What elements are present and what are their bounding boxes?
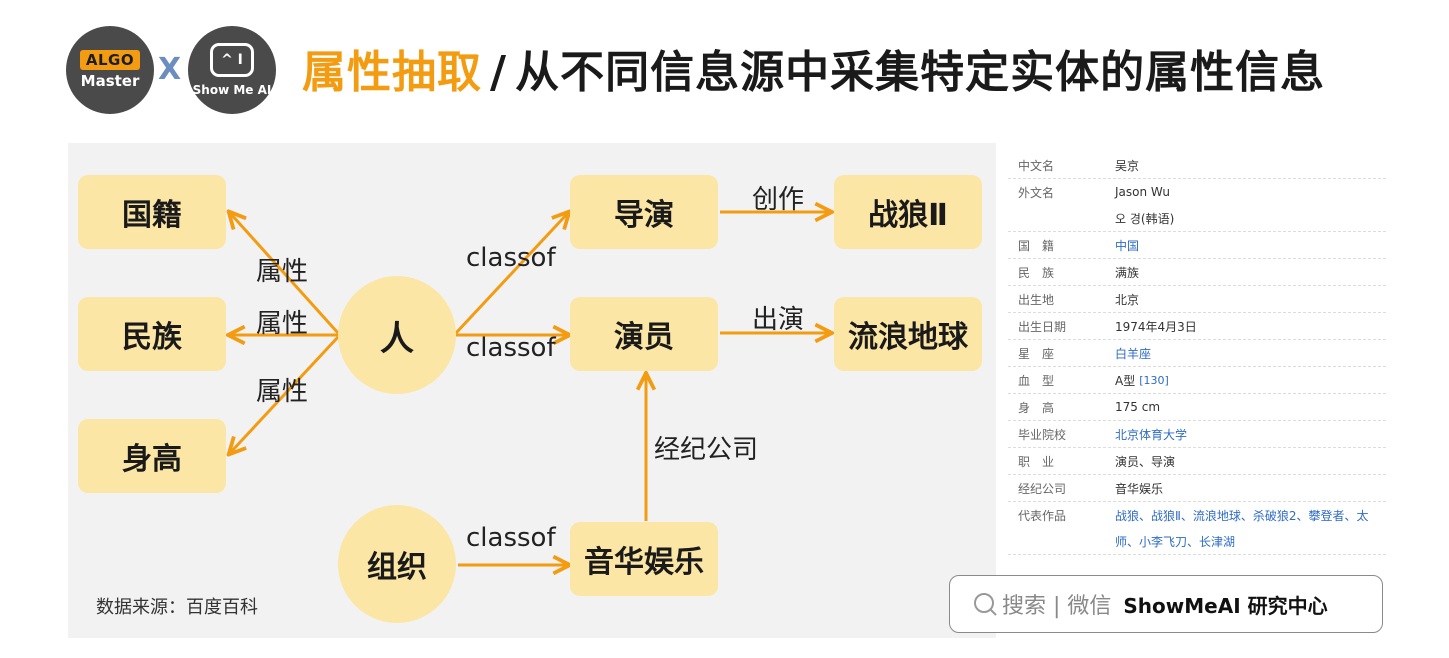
- showmeai-logo-sub: Show Me AI: [192, 83, 272, 97]
- info-value: 175 cm: [1115, 400, 1161, 414]
- algo-logo-sub: Master: [80, 72, 140, 90]
- info-row: 经纪公司 音华娱乐: [1008, 475, 1386, 502]
- node-company: 音华娱乐: [570, 522, 718, 596]
- label-classof-actor: classof: [466, 333, 556, 363]
- info-key: 出生地: [1018, 292, 1055, 307]
- info-row: 职 业 演员、导演: [1008, 448, 1386, 475]
- node-person: 人: [338, 276, 456, 394]
- logo-separator: X: [158, 52, 182, 87]
- title-separator: /: [490, 47, 508, 98]
- info-row: 出生地 北京: [1008, 286, 1386, 313]
- info-row: 毕业院校 北京体育大学: [1008, 421, 1386, 448]
- info-value[interactable]: 师、小李飞刀、长津湖: [1115, 534, 1236, 549]
- info-value: 演员、导演: [1115, 454, 1176, 469]
- node-height: 身高: [78, 419, 226, 493]
- search-icon: [974, 593, 997, 616]
- info-key: 国 籍: [1018, 238, 1055, 253]
- info-key: 职 业: [1018, 454, 1055, 469]
- showmeai-logo: ^ I Show Me AI: [188, 26, 276, 114]
- info-value[interactable]: 中国: [1115, 238, 1140, 253]
- citation-ref[interactable]: [130]: [1139, 373, 1169, 387]
- info-value[interactable]: 白羊座: [1115, 346, 1152, 361]
- robot-face-icon: ^ I: [210, 43, 254, 77]
- info-value: 北京: [1115, 292, 1140, 307]
- info-row: 中文名 吴京: [1008, 152, 1386, 179]
- graph-edges: [68, 143, 996, 638]
- info-key: 经纪公司: [1018, 481, 1067, 496]
- node-ethnicity: 民族: [78, 297, 226, 371]
- info-value: A型: [1115, 373, 1136, 388]
- info-row: 血 型 A型[130]: [1008, 367, 1386, 394]
- label-classof-company: classof: [466, 523, 556, 553]
- info-key: 星 座: [1018, 346, 1055, 361]
- info-key: 毕业院校: [1018, 427, 1067, 442]
- search-text: 搜索 | 微信: [1002, 594, 1112, 619]
- info-row: 代表作品 战狼、战狼Ⅱ、流浪地球、杀破狼2、攀登者、太: [1008, 502, 1386, 528]
- edge-person-height: [230, 335, 340, 453]
- algo-logo-tag: ALGO: [79, 50, 141, 70]
- info-value: 满族: [1115, 265, 1140, 280]
- label-attr-nationality: 属性: [256, 257, 309, 287]
- info-key: 代表作品: [1018, 508, 1067, 523]
- search-pill: 搜索 | 微信 ShowMeAI 研究中心: [949, 575, 1383, 633]
- info-value: 오 경(韩语): [1115, 211, 1175, 226]
- node-nationality: 国籍: [78, 175, 226, 249]
- label-agency: 经纪公司: [654, 435, 759, 465]
- info-row: 民 族 满族: [1008, 259, 1386, 286]
- node-organization: 组织: [338, 505, 456, 623]
- node-wolf-warrior: 战狼Ⅱ: [834, 175, 982, 249]
- info-value[interactable]: 战狼、战狼Ⅱ、流浪地球、杀破狼2、攀登者、太: [1115, 508, 1369, 523]
- edge-person-director: [454, 213, 568, 335]
- title-subtitle: 从不同信息源中采集特定实体的属性信息: [515, 47, 1326, 98]
- info-row: 出生日期 1974年4月3日: [1008, 313, 1386, 340]
- edge-person-nationality: [230, 213, 340, 335]
- algo-master-logo: ALGO Master: [66, 26, 154, 114]
- info-key: 身 高: [1018, 400, 1055, 415]
- info-value: 音华娱乐: [1115, 481, 1164, 496]
- info-value[interactable]: 北京体育大学: [1115, 427, 1188, 442]
- label-act-in: 出演: [752, 305, 805, 335]
- info-key: 外文名: [1018, 185, 1055, 200]
- node-wandering-earth: 流浪地球: [834, 297, 982, 371]
- info-row: 师、小李飞刀、长津湖: [1008, 528, 1386, 555]
- info-row: 国 籍 中国: [1008, 232, 1386, 259]
- info-value: Jason Wu: [1115, 185, 1170, 199]
- info-key: 出生日期: [1018, 319, 1067, 334]
- info-row: 身 高 175 cm: [1008, 394, 1386, 421]
- info-row: 오 경(韩语): [1008, 205, 1386, 232]
- title-main: 属性抽取: [302, 47, 482, 98]
- node-director: 导演: [570, 175, 718, 249]
- info-value: 1974年4月3日: [1115, 319, 1197, 334]
- search-brand: ShowMeAI 研究中心: [1123, 593, 1328, 618]
- info-key: 血 型: [1018, 373, 1055, 388]
- info-row: 外文名 Jason Wu: [1008, 179, 1386, 205]
- info-key: 民 族: [1018, 265, 1055, 280]
- label-attr-height: 属性: [256, 377, 309, 407]
- label-attr-ethnicity: 属性: [256, 309, 309, 339]
- node-actor: 演员: [570, 297, 718, 371]
- label-classof-director: classof: [466, 243, 556, 273]
- info-key: 中文名: [1018, 158, 1055, 173]
- knowledge-graph-panel: 国籍 民族 身高 人 组织 导演 演员 音华娱乐 战狼Ⅱ 流浪地球 属性 属性 …: [68, 143, 996, 638]
- page-title: 属性抽取/从不同信息源中采集特定实体的属性信息: [302, 36, 1325, 100]
- label-create: 创作: [752, 185, 805, 215]
- info-row: 星 座 白羊座: [1008, 340, 1386, 367]
- data-source-note: 数据来源：百度百科: [96, 597, 258, 618]
- info-value: 吴京: [1115, 158, 1140, 173]
